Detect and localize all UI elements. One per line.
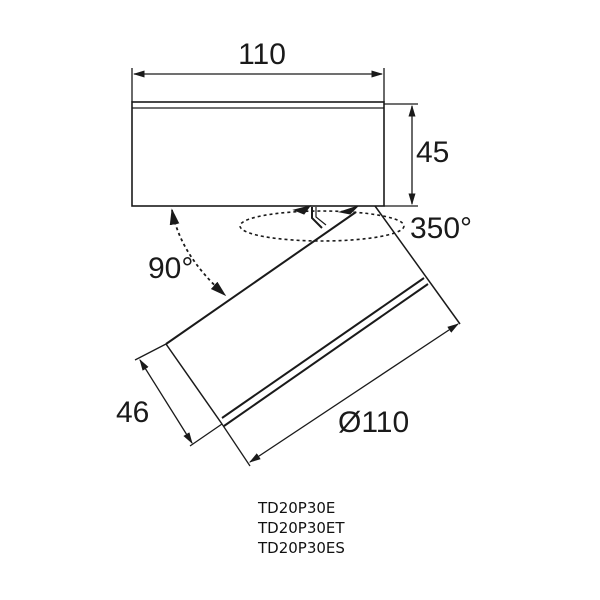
diameter-dimension (221, 323, 459, 467)
model-code: TD20P30ES (258, 539, 345, 557)
height-dimension (384, 103, 418, 207)
length-label: 46 (116, 396, 149, 429)
length-dimension (134, 343, 223, 447)
tilt-label: 90° (148, 252, 193, 285)
width-label: 110 (238, 38, 286, 71)
diameter-label: Ø110 (338, 406, 409, 439)
base-box (131, 101, 385, 207)
rotation-ellipse (239, 210, 405, 242)
model-code: TD20P30ET (258, 519, 345, 537)
width-dimension (131, 68, 385, 102)
rotation-label: 350° (410, 212, 472, 245)
mount-bracket (292, 205, 359, 229)
model-code: TD20P30E (258, 499, 336, 517)
height-label: 45 (416, 136, 449, 169)
model-list: TD20P30E TD20P30ET TD20P30ES (258, 498, 345, 558)
